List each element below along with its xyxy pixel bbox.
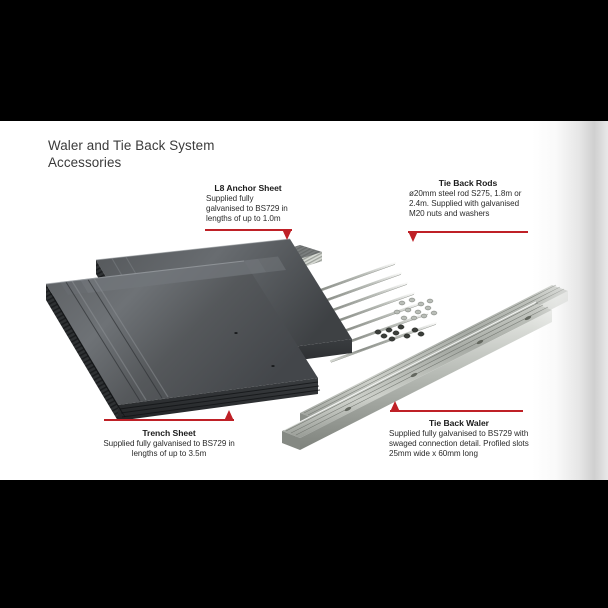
triangle-down-icon <box>408 231 418 242</box>
tie-back-waler-illustration <box>282 284 568 450</box>
callout-tie-back-waler: Tie Back Waler Supplied fully galvanised… <box>389 418 529 460</box>
leader-line-tie-back-rods <box>408 227 528 242</box>
triangle-down-icon <box>282 229 292 240</box>
leader-rule <box>205 229 292 232</box>
callout-heading-tie-back-rods: Tie Back Rods <box>438 178 498 188</box>
page-title-line-1: Waler and Tie Back System <box>48 138 215 153</box>
callout-heading-trench-sheet: Trench Sheet <box>142 428 196 438</box>
callout-tie-back-rods: Tie Back Rods ø20mm steel rod S275, 1.8m… <box>409 178 527 220</box>
callout-body-l8-anchor-sheet: Supplied fully galvanised to BS729 in le… <box>206 194 288 224</box>
triangle-up-icon <box>390 401 400 412</box>
callout-heading-tie-back-waler: Tie Back Waler <box>429 418 489 428</box>
brochure-page: Waler and Tie Back System Accessories L8… <box>0 121 608 480</box>
nuts-and-washers-illustration <box>374 297 438 342</box>
trench-sheet-stack-illustration <box>45 238 352 421</box>
product-illustration <box>45 238 568 450</box>
leader-line-trench-sheet <box>104 410 234 427</box>
leader-rule <box>104 419 234 422</box>
leader-rule <box>408 231 528 234</box>
callout-l8-anchor-sheet: L8 Anchor Sheet Supplied fully galvanise… <box>206 183 290 225</box>
page-title: Waler and Tie Back System Accessories <box>48 138 214 171</box>
letterbox-bar-bottom <box>0 480 608 608</box>
leader-line-l8-anchor-sheet <box>205 225 292 240</box>
letterbox-bar-top <box>0 0 608 121</box>
callout-body-tie-back-rods: ø20mm steel rod S275, 1.8m or 2.4m. Supp… <box>409 189 522 219</box>
page-title-line-2: Accessories <box>48 154 122 170</box>
callout-trench-sheet: Trench Sheet Supplied fully galvanised t… <box>100 428 238 459</box>
callout-body-trench-sheet: Supplied fully galvanised to BS729 in le… <box>103 439 235 459</box>
leader-line-tie-back-waler <box>390 401 523 418</box>
callout-heading-l8-anchor-sheet: L8 Anchor Sheet <box>214 183 282 193</box>
callout-body-tie-back-waler: Supplied fully galvanised to BS729 with … <box>389 429 529 459</box>
triangle-up-icon <box>224 410 234 421</box>
leader-rule <box>390 410 523 413</box>
